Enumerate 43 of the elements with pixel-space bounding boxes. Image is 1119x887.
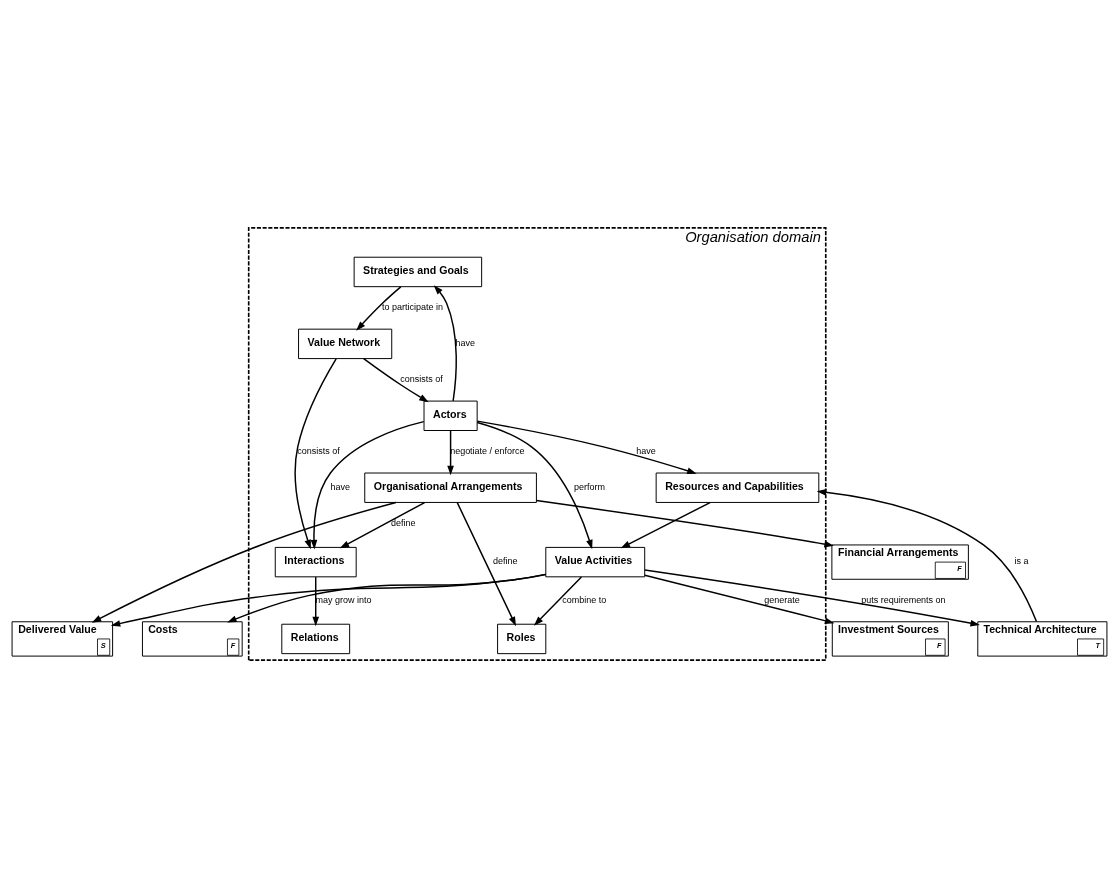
arrow — [433, 284, 457, 402]
arrow — [294, 357, 337, 549]
edge-label: have — [636, 445, 656, 456]
edge-label: define — [493, 555, 518, 566]
edge-label: may grow into — [315, 594, 372, 605]
arrow — [362, 357, 429, 402]
arrow — [312, 575, 320, 626]
arrow — [310, 420, 425, 549]
arrow — [535, 499, 834, 547]
edge-label: is a — [1014, 555, 1029, 566]
node-box: Value Activities — [545, 546, 646, 577]
edge-label: have — [330, 481, 350, 492]
edge-label: puts requirements on — [861, 594, 946, 605]
arrow — [356, 285, 402, 331]
node-box: Roles — [497, 623, 547, 654]
arrow — [644, 573, 835, 624]
node-box: Actors — [423, 400, 478, 431]
edge-label: generate — [764, 594, 800, 605]
edge-label: consists of — [297, 445, 340, 456]
edge-label: have — [455, 337, 476, 348]
edge-label: negotiate / enforce — [450, 445, 525, 456]
edge-label: perform — [574, 481, 606, 492]
arrow — [456, 501, 517, 626]
arrow — [620, 501, 711, 548]
node-box: Relations — [281, 623, 351, 654]
node-box: Strategies and Goals — [353, 256, 483, 287]
edge-label: combine to — [562, 594, 607, 605]
node-box: Value Network — [298, 328, 393, 359]
arrow — [644, 568, 980, 626]
edge-label: to participate in — [382, 301, 444, 312]
arrow — [816, 488, 1038, 622]
arrow — [476, 421, 593, 549]
arrow — [91, 501, 397, 623]
node-box: Organisational Arrangements — [364, 472, 537, 503]
node-box: Interactions — [274, 546, 357, 577]
arrow — [476, 419, 697, 474]
arrow — [533, 575, 583, 626]
edge-label: define — [390, 517, 416, 528]
arrow — [339, 501, 426, 548]
arrow — [447, 429, 454, 475]
node-box: Resources and Capabilities — [655, 472, 820, 503]
edge-label: consists of — [400, 373, 443, 384]
arrow — [110, 573, 547, 627]
